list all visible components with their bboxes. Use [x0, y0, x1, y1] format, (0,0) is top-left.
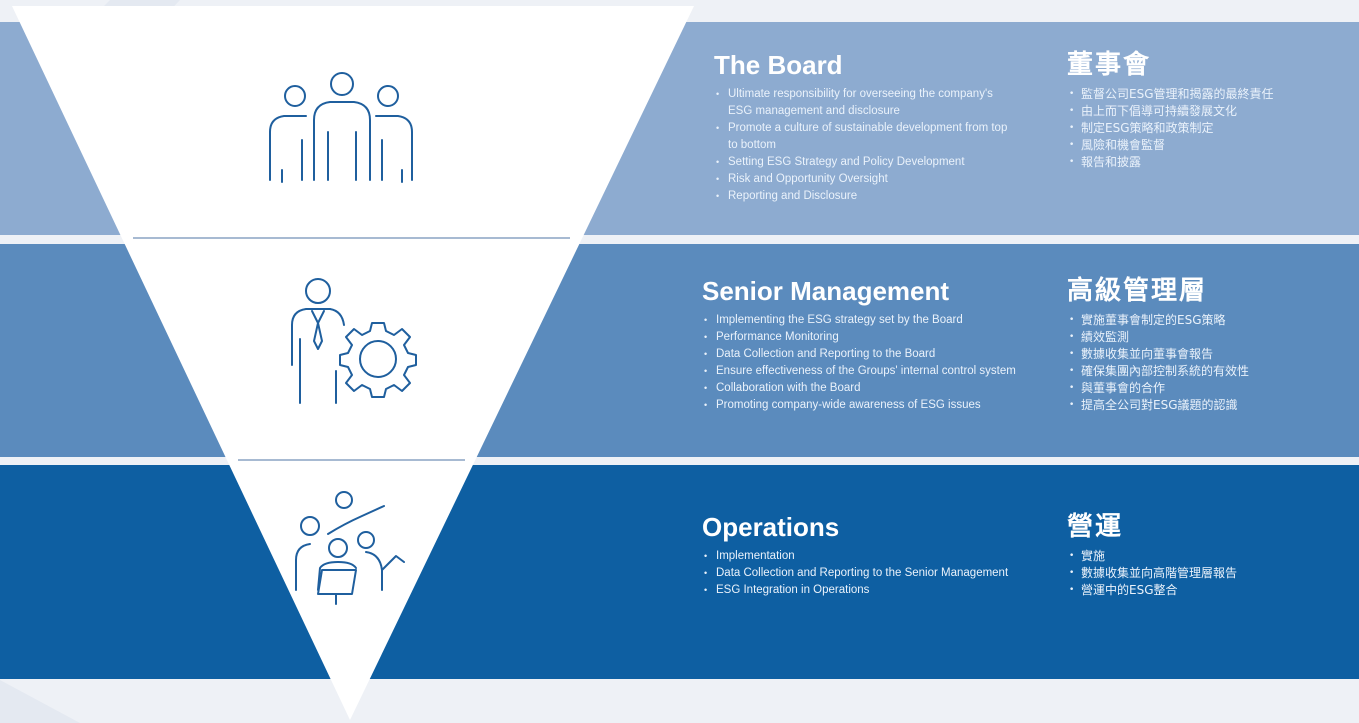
board-chinese-title: 董事會	[1067, 50, 1152, 80]
list-item: 報告和披露	[1067, 154, 1347, 171]
list-item: Reporting and Disclosure	[714, 188, 1014, 205]
operations-english-column: Operations Implementation Data Collectio…	[702, 512, 1062, 599]
operations-chinese-list: 實施 數據收集並向高階管理層報告 營運中的ESG整合	[1067, 548, 1347, 599]
operations-english-title: Operations	[702, 512, 840, 542]
board-chinese-list: 監督公司ESG管理和揭露的最終責任 由上而下倡導可持續發展文化 制定ESG策略和…	[1067, 86, 1347, 171]
manager-with-gear-icon	[291, 278, 417, 404]
senior-management-english-column: Senior Management Implementing the ESG s…	[702, 276, 1062, 414]
list-item: 績效監測	[1067, 329, 1347, 346]
operations-english-list: Implementation Data Collection and Repor…	[702, 548, 1062, 599]
list-item: 制定ESG策略和政策制定	[1067, 120, 1347, 137]
senior-management-chinese-title: 高級管理層	[1067, 276, 1208, 306]
list-item: Promote a culture of sustainable develop…	[714, 120, 1014, 154]
board-chinese-column: 董事會 監督公司ESG管理和揭露的最終責任 由上而下倡導可持續發展文化 制定ES…	[1067, 50, 1347, 171]
list-item: Data Collection and Reporting to the Boa…	[702, 346, 1062, 363]
list-item: 由上而下倡導可持續發展文化	[1067, 103, 1347, 120]
list-item: 風險和機會監督	[1067, 137, 1347, 154]
list-item: Implementing the ESG strategy set by the…	[702, 312, 1062, 329]
list-item: 與董事會的合作	[1067, 380, 1347, 397]
list-item: Promoting company-wide awareness of ESG …	[702, 397, 1062, 414]
list-item: 數據收集並向高階管理層報告	[1067, 565, 1347, 582]
pyramid-shape	[12, 6, 694, 720]
list-item: 營運中的ESG整合	[1067, 582, 1347, 599]
operations-chinese-title: 營運	[1067, 512, 1124, 542]
team-of-three-people-icon	[269, 72, 413, 183]
list-item: Risk and Opportunity Oversight	[714, 171, 1014, 188]
operations-chinese-column: 營運 實施 數據收集並向高階管理層報告 營運中的ESG整合	[1067, 512, 1347, 599]
senior-management-chinese-column: 高級管理層 實施董事會制定的ESG策略 績效監測 數據收集並向董事會報告 確保集…	[1067, 276, 1347, 414]
list-item: Collaboration with the Board	[702, 380, 1062, 397]
list-item: 實施	[1067, 548, 1347, 565]
list-item: Ultimate responsibility for overseeing t…	[714, 86, 1014, 120]
senior-management-chinese-list: 實施董事會制定的ESG策略 績效監測 數據收集並向董事會報告 確保集團內部控制系…	[1067, 312, 1347, 414]
list-item: Data Collection and Reporting to the Sen…	[702, 565, 1062, 582]
senior-management-english-list: Implementing the ESG strategy set by the…	[702, 312, 1062, 414]
list-item: 實施董事會制定的ESG策略	[1067, 312, 1347, 329]
team-presenting-icon	[295, 491, 405, 605]
board-english-column: The Board Ultimate responsibility for ov…	[714, 50, 1014, 205]
list-item: Ensure effectiveness of the Groups' inte…	[702, 363, 1062, 380]
board-english-list: Ultimate responsibility for overseeing t…	[714, 86, 1014, 205]
senior-management-english-title: Senior Management	[702, 276, 950, 306]
list-item: 確保集團內部控制系統的有效性	[1067, 363, 1347, 380]
list-item: Performance Monitoring	[702, 329, 1062, 346]
list-item: Implementation	[702, 548, 1062, 565]
list-item: 提高全公司對ESG議題的認識	[1067, 397, 1347, 414]
board-english-title: The Board	[714, 50, 843, 80]
list-item: Setting ESG Strategy and Policy Developm…	[714, 154, 1014, 171]
list-item: 數據收集並向董事會報告	[1067, 346, 1347, 363]
list-item: ESG Integration in Operations	[702, 582, 1062, 599]
list-item: 監督公司ESG管理和揭露的最終責任	[1067, 86, 1347, 103]
